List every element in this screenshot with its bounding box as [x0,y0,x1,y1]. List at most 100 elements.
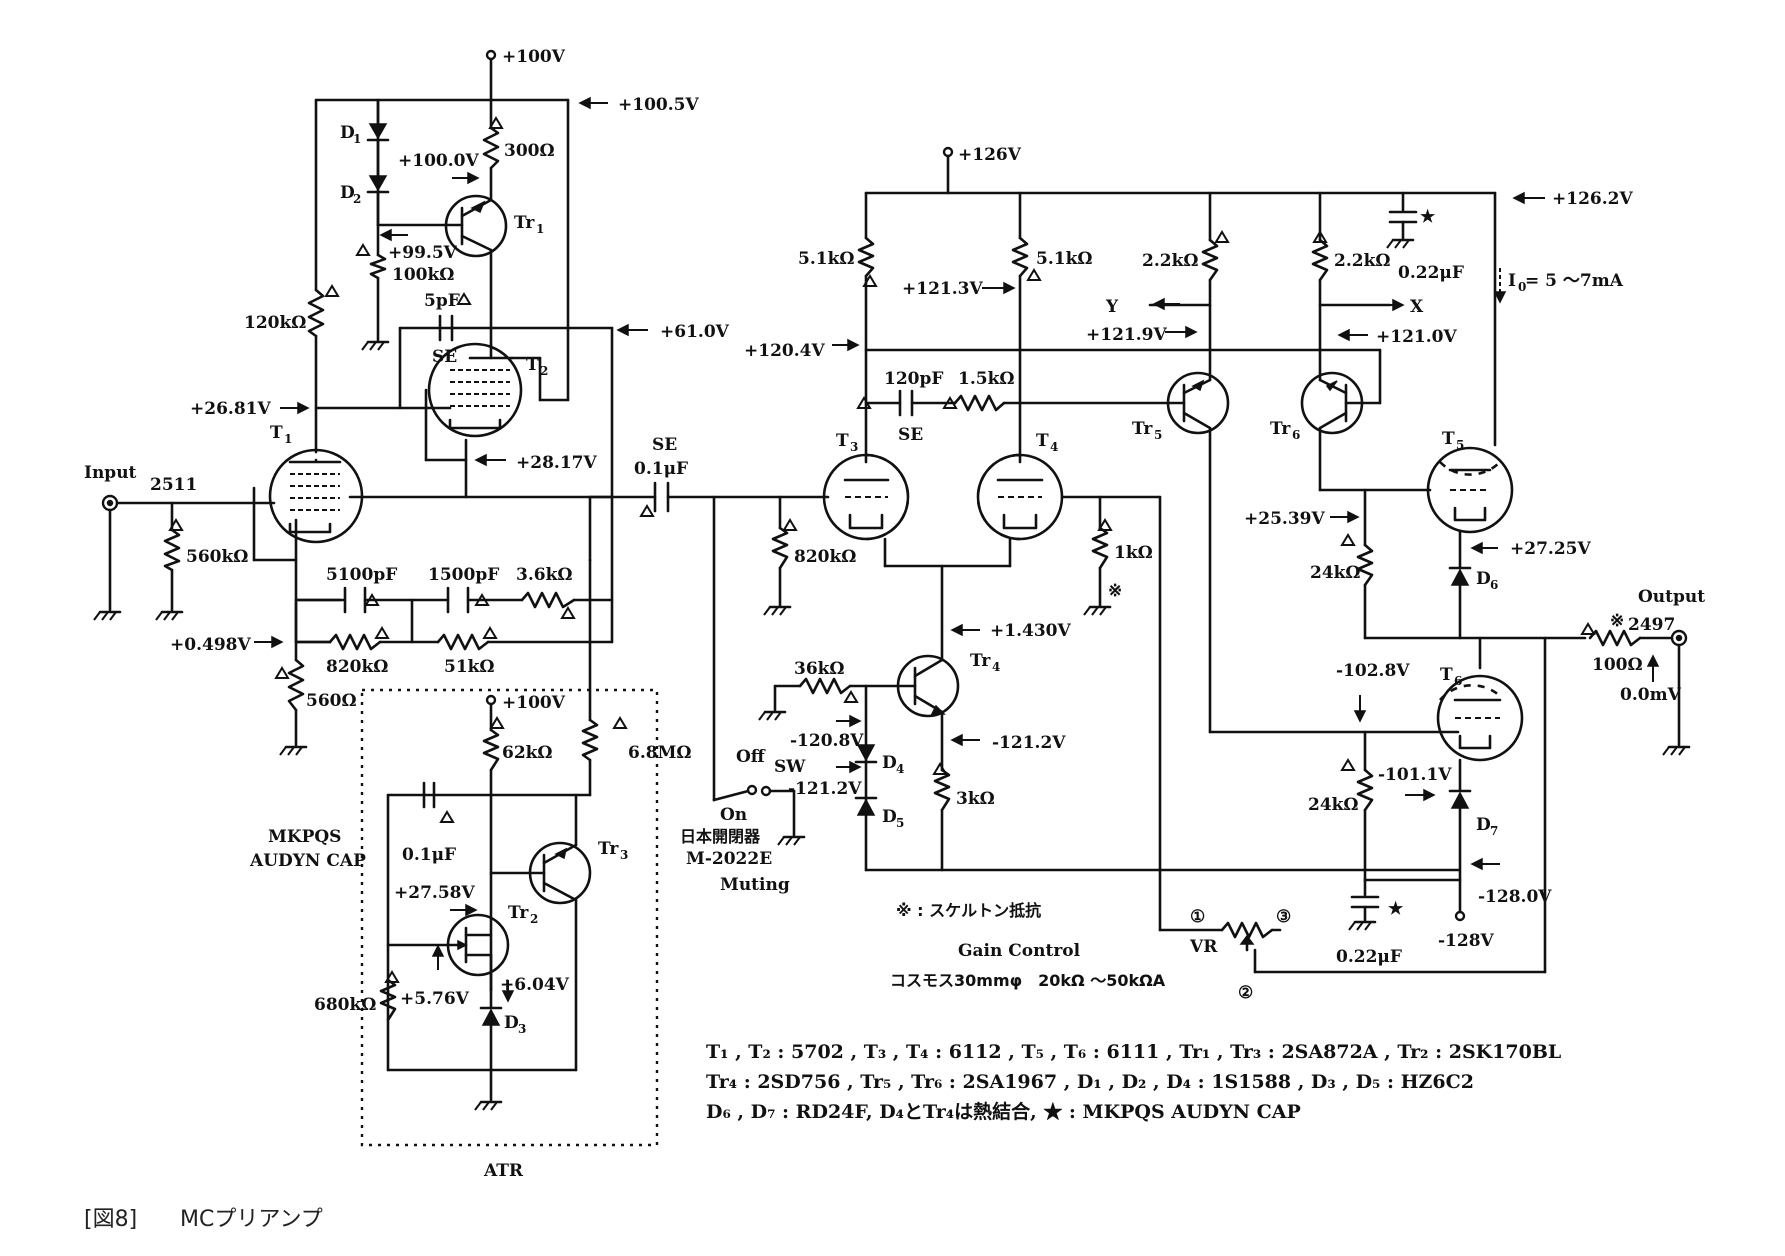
parts-line-1: T₁ , T₂ : 5702 , T₃ , T₄ : 6112 , T₅ , T… [706,1041,1561,1063]
svg-text:5: 5 [1154,428,1162,442]
svg-text:4: 4 [992,660,1000,674]
label-v120-4: +120.4V [744,341,825,361]
label-r5-1k-a: 5.1kΩ [798,249,855,269]
label-tr5-letter: Tr [1132,419,1153,439]
label-t3-letter: T [836,431,849,451]
label-v121-3: +121.3V [902,279,983,299]
figure-caption: [図8] MCプリアンプ [84,1207,323,1232]
label-r820k: 820kΩ [326,657,388,677]
label-d4-letter: D [882,753,897,773]
label-d2-letter: D [340,183,355,203]
label-sw-maker: 日本開閉器 [680,827,761,846]
label-v0-0mv: 0.0mV [1620,685,1682,705]
label-r680k: 680kΩ [314,995,376,1015]
svg-text:6: 6 [1490,578,1498,592]
svg-text:6: 6 [1454,674,1462,688]
label-vr-model: コスモス30mmφ 20kΩ ～50kΩA [890,971,1166,990]
label-atr-plus-100v: +100V [502,693,566,713]
label-c5p: 5pF [424,291,460,311]
label-c0-1u: 0.1μF [634,459,688,479]
svg-text:1: 1 [536,222,544,236]
svg-text:1: 1 [284,432,292,446]
transistor-tr1 [444,194,508,258]
label-off: Off [736,747,766,767]
capacitors-left [343,314,470,614]
atr-block [360,688,659,1147]
label-io: I [1508,271,1516,291]
label-plus-126v: +126V [958,145,1022,165]
label-c120p: 120pF [884,369,943,389]
label-t6-letter: T [1440,665,1453,685]
label-r51k: 51kΩ [444,657,495,677]
label-r62k: 62kΩ [502,743,553,763]
label-vr1: ① [1190,907,1205,927]
wiring-left [101,49,614,797]
label-v28-17: +28.17V [516,453,597,473]
label-r120k: 120kΩ [244,313,306,333]
label-r560: 560Ω [306,691,357,711]
voltage-arrows [254,96,1660,1003]
grounds-middle [758,605,1112,846]
label-kome2: ※ [1610,611,1624,631]
label-kome1: ※ [1108,581,1122,601]
label-x: X [1410,297,1424,317]
label-r2-2k-b: 2.2kΩ [1334,251,1391,271]
label-c1500p: 1500pF [428,565,499,585]
svg-text:2: 2 [530,912,538,926]
label-plus-100-5v: +100.5V [618,95,699,115]
label-c0-1u-atr: 0.1μF [402,845,456,865]
label-r6-8m: 6.8MΩ [628,743,692,763]
label-r36k: 36kΩ [794,659,845,679]
label-star-bot: ★ [1388,899,1404,919]
label-input-num: 2511 [150,475,197,495]
parts-list: T₁ , T₂ : 5702 , T₃ , T₄ : 6112 , T₅ , T… [706,1041,1561,1123]
wiring-middle [610,146,1497,932]
label-r5-1k-b: 5.1kΩ [1036,249,1093,269]
label-v101-1: -101.1V [1378,765,1452,785]
label-v6-04: +6.04V [500,975,570,995]
label-d1-letter: D [340,123,355,143]
label-t1-letter: T [270,423,283,443]
label-t2-letter: T [526,355,539,375]
label-r1-5k: 1.5kΩ [958,369,1015,389]
svg-text:3: 3 [518,1022,526,1036]
label-sw: SW [774,757,806,777]
label-v1-430: +1.430V [990,621,1071,641]
label-v121-0: +121.0V [1376,327,1457,347]
label-tr2-letter: Tr [508,903,529,923]
parts-line-3: D₆ , D₇ : RD24F, D₄とTr₄は熱結合, ★ : MKPQS A… [706,1100,1301,1123]
svg-text:7: 7 [1490,824,1498,838]
label-tr1-letter: Tr [514,213,535,233]
label-se2: SE [898,425,923,445]
svg-text:0: 0 [1518,280,1526,294]
label-r300: 300Ω [504,141,555,161]
label-v120-8: -120.8V [790,731,864,751]
label-v27-58: +27.58V [394,883,475,903]
parts-line-2: Tr₄ : 2SD756 , Tr₅ , Tr₆ : 2SA1967 , D₁ … [706,1071,1474,1093]
tube-t2 [427,342,542,438]
label-v102-8: -102.8V [1336,661,1410,681]
label-plus-100v: +100V [502,47,566,67]
label-tr3-letter: Tr [598,839,619,859]
label-d7-letter: D [1476,815,1491,835]
label-r820k-grid: 820kΩ [794,547,856,567]
caption-title: MCプリアンプ [180,1207,323,1232]
label-vr3: ③ [1276,907,1291,927]
label-r100k: 100kΩ [392,265,454,285]
label-v100-0: +100.0V [398,151,479,171]
label-minus-128-0v: -128.0V [1478,887,1552,907]
caption-fig: [図8] [84,1207,137,1232]
svg-text:4: 4 [1050,440,1058,454]
delta-markers [168,116,1596,983]
label-se1: SE [432,347,457,367]
label-vr2: ② [1238,983,1253,1003]
label-v121-2: -121.2V [992,733,1066,753]
label-r3k: 3kΩ [956,789,995,809]
label-t4-letter: T [1036,431,1049,451]
label-mkpqs: MKPQS [268,827,341,847]
label-d5-letter: D [882,807,897,827]
label-star-top: ★ [1420,207,1436,227]
label-v25-39: +25.39V [1244,509,1325,529]
svg-text:4: 4 [896,762,904,776]
